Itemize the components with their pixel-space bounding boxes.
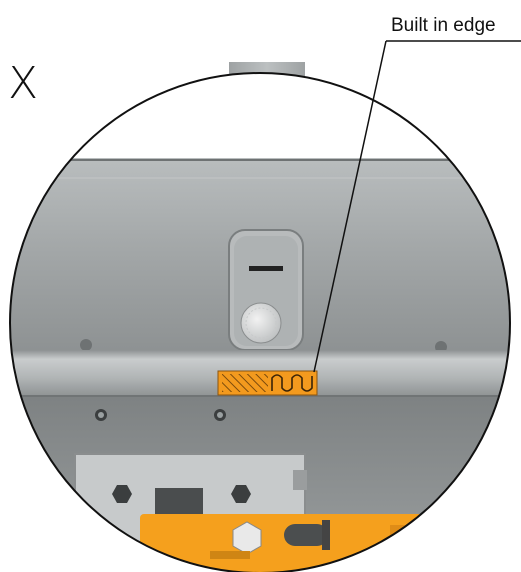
bolt-left bbox=[80, 339, 92, 351]
callout-label: Built in edge bbox=[391, 15, 496, 36]
built-in-edge-heater bbox=[217, 370, 318, 396]
callout-leader bbox=[313, 40, 521, 373]
view-marker: X bbox=[8, 58, 39, 109]
magnifier-outline bbox=[9, 72, 511, 572]
knob bbox=[240, 302, 282, 344]
slot-panel bbox=[228, 229, 304, 351]
